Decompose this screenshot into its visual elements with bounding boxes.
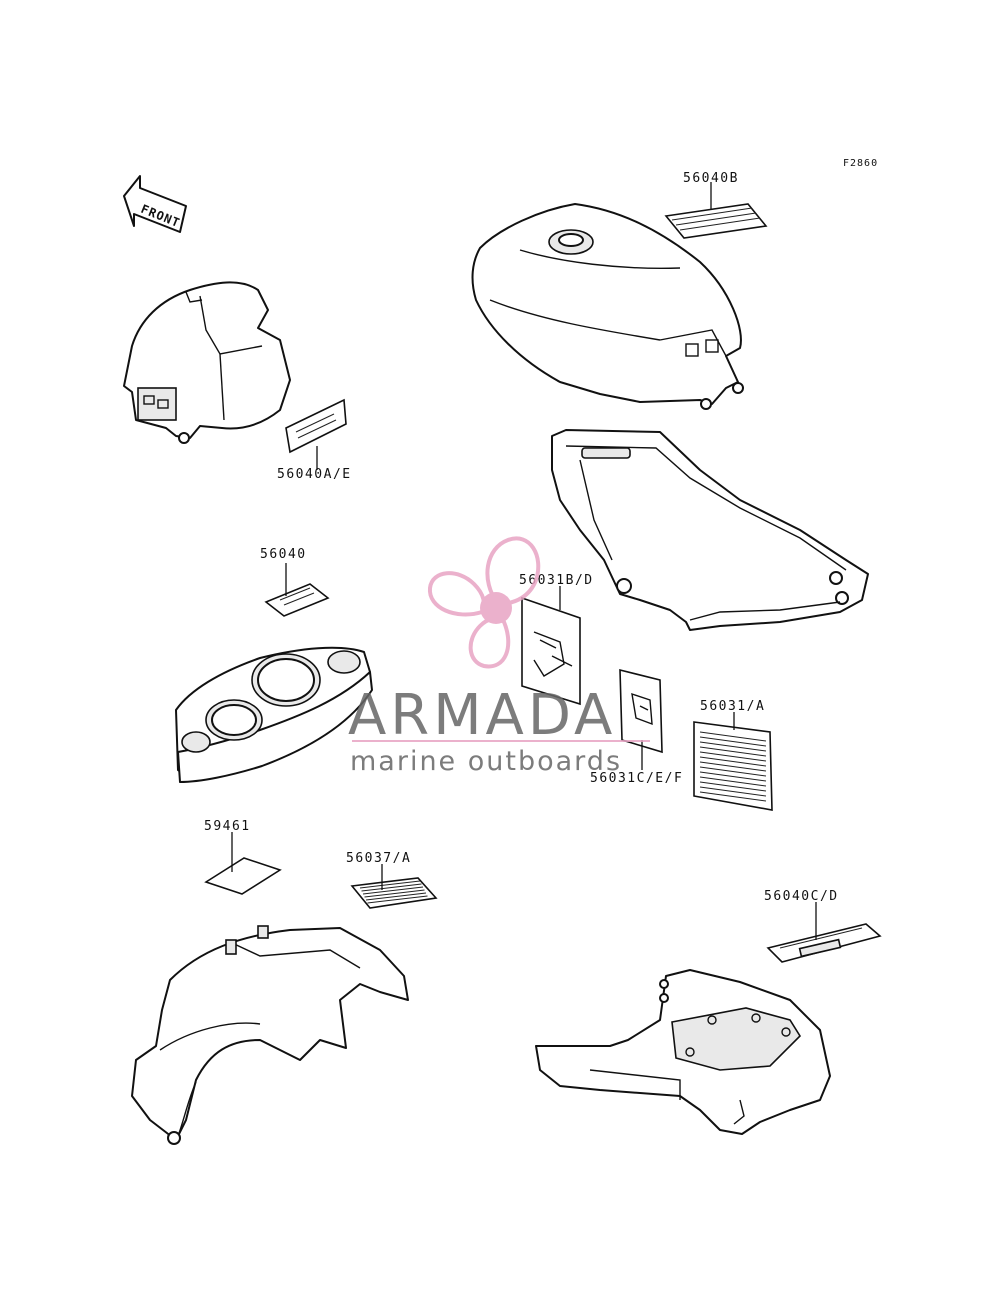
decal-stripe: [699, 731, 767, 742]
decal-56040ae: [285, 398, 347, 454]
decal-56031a: [693, 721, 773, 811]
decal-stripe: [364, 889, 425, 898]
decal-56040: [264, 583, 330, 617]
decal-59461: [204, 857, 282, 895]
decal-stripe: [365, 892, 427, 901]
decal-stripe: [359, 880, 421, 889]
decal-stripe: [699, 786, 767, 797]
watermark-brand: ARMADA: [348, 683, 616, 748]
side-cover-drawing: [551, 429, 869, 631]
decal-stripe: [699, 776, 767, 787]
label-56037a: 56037/A: [346, 851, 411, 866]
decal-stripe: [362, 886, 424, 895]
label-56031cef: 56031C/E/F: [590, 771, 683, 786]
decal-stripe: [699, 746, 767, 757]
front-arrow-icon: FRONT: [123, 175, 187, 233]
decal-56031bd: [521, 596, 581, 706]
decal-stripe: [699, 771, 767, 782]
label-56040ae: 56040A/E: [277, 467, 352, 482]
watermark-tagline: marine outboards: [350, 746, 622, 777]
decal-stripe: [699, 741, 767, 752]
meter-panel-drawing: [175, 646, 373, 783]
decal-56040cd: [766, 923, 882, 963]
fuel-tank-drawing: [471, 203, 744, 410]
watermark-divider: [352, 740, 650, 742]
decal-56037a: [350, 877, 438, 909]
decal-stripe: [699, 791, 767, 802]
label-56040b: 56040B: [683, 171, 739, 186]
label-56040cd: 56040C/D: [764, 889, 839, 904]
decal-stripe: [367, 895, 428, 904]
label-56040: 56040: [260, 547, 307, 562]
tail-cowl-drawing: [535, 969, 831, 1135]
decal-stripe: [699, 736, 767, 747]
armada-watermark: ARMADA marine outboards: [348, 536, 650, 777]
decal-stripe: [699, 756, 767, 767]
decal-56040b: [664, 203, 768, 239]
upper-fairing-drawing: [123, 281, 291, 444]
figure-code: F2860: [843, 158, 878, 169]
decal-stripe: [699, 751, 767, 762]
label-56031bd: 56031B/D: [519, 573, 594, 588]
label-59461: 59461: [204, 819, 251, 834]
decal-stripe: [361, 883, 422, 892]
label-56031a: 56031/A: [700, 699, 765, 714]
propeller-logo-icon: [427, 536, 541, 669]
decal-stripe: [699, 761, 767, 772]
decal-stripe: [699, 781, 767, 792]
rear-fender-drawing: [131, 925, 409, 1145]
decal-56031cef: [619, 668, 663, 754]
decal-stripe: [699, 766, 767, 777]
